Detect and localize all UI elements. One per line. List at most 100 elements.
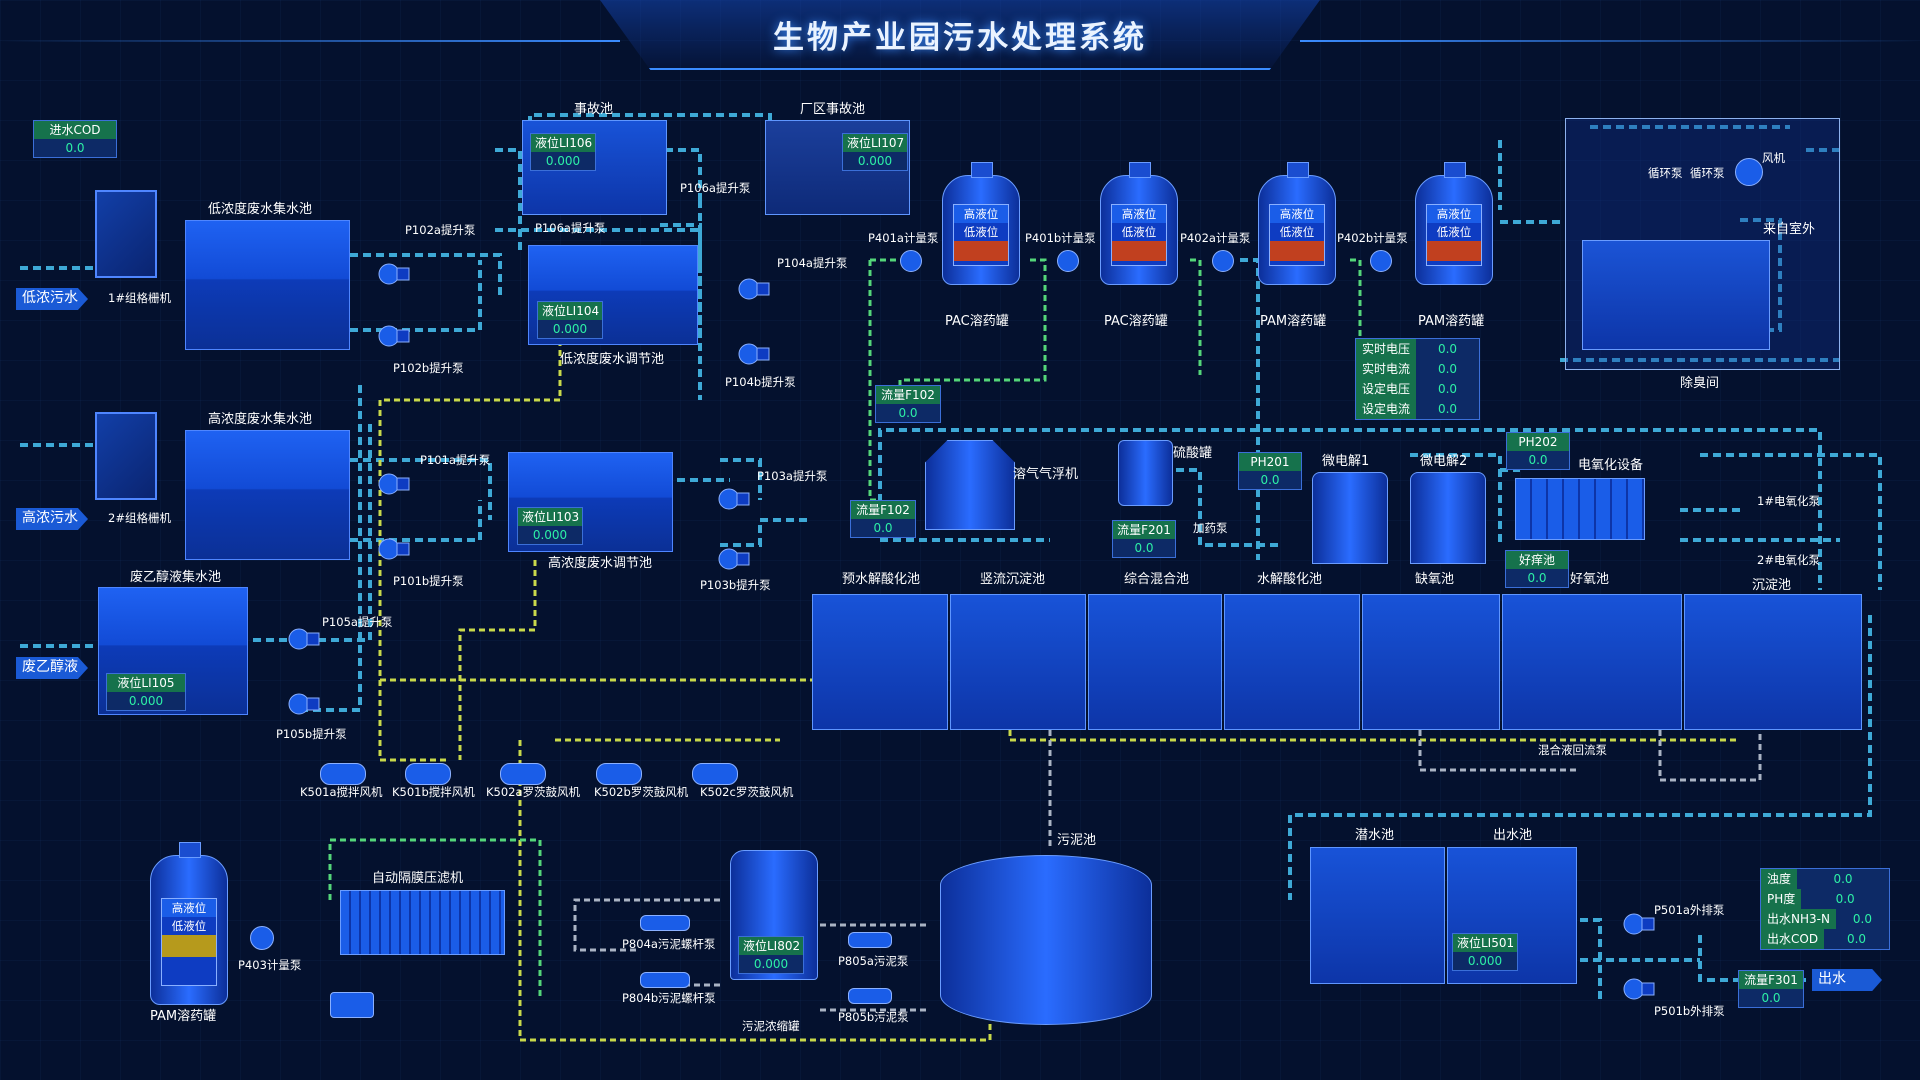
pac-tank-2[interactable]: 高液位低液位 — [1100, 162, 1178, 285]
blower-k502b[interactable] — [596, 763, 642, 785]
pump-p101b[interactable] — [375, 535, 411, 563]
ph201-label: PH201 — [1239, 453, 1301, 471]
hydro-tank[interactable] — [1224, 594, 1360, 730]
aerobic-tank[interactable] — [1502, 594, 1682, 730]
ph202-label: PH202 — [1507, 433, 1569, 451]
pac2-low: 低液位 — [1121, 225, 1157, 239]
good-tank-value: 0.0 — [1527, 571, 1547, 585]
pump-p104b[interactable] — [735, 340, 771, 368]
pump-p805a[interactable] — [848, 932, 892, 948]
li802-label: 液位LI802 — [739, 937, 803, 955]
effluent-key-2: 出水NH3-N — [1761, 909, 1836, 929]
f201-readout: 流量F201 0.0 — [1112, 520, 1176, 558]
inlet-low[interactable]: 低浓污水 — [16, 288, 88, 310]
pump-p501a[interactable] — [1620, 910, 1656, 938]
li802-readout: 液位LI802 0.000 — [738, 936, 804, 974]
anoxic-label: 缺氧池 — [1415, 572, 1455, 587]
submerged-pool[interactable] — [1310, 847, 1445, 984]
pump-p102b[interactable] — [375, 322, 411, 350]
power-key-2: 设定电压 — [1356, 379, 1417, 399]
low-collect-tank[interactable] — [185, 220, 350, 350]
outlet-tag[interactable]: 出水 — [1812, 969, 1882, 991]
pump-p104a[interactable] — [735, 275, 771, 303]
aerobic-label: 好氧池 — [1570, 572, 1610, 587]
pac1-high: 高液位 — [954, 205, 1008, 223]
pump-p805b[interactable] — [848, 988, 892, 1004]
li501-readout: 液位LI501 0.000 — [1452, 933, 1518, 971]
micro-electrolysis-1[interactable] — [1312, 472, 1388, 564]
f102a-value: 0.0 — [898, 406, 918, 420]
high-collect-tank[interactable] — [185, 430, 350, 560]
pre-hydro-tank[interactable] — [812, 594, 948, 730]
pam-tank-3[interactable]: 高液位低液位 — [150, 842, 228, 1005]
pump-p102a[interactable] — [375, 260, 411, 288]
pump-p103b[interactable] — [715, 545, 751, 573]
blower-k501b[interactable] — [405, 763, 451, 785]
pac2-label: PAC溶药罐 — [1104, 314, 1168, 329]
blower-k501a[interactable] — [320, 763, 366, 785]
inlet-waste[interactable]: 废乙醇液 — [16, 657, 88, 679]
meter-pump-p402b[interactable] — [1370, 250, 1392, 272]
deodor-label: 除臭间 — [1680, 376, 1720, 391]
acid-label: 硫酸罐 — [1173, 446, 1213, 461]
vertical-settle-tank[interactable] — [950, 594, 1086, 730]
meter-pump-p401a[interactable] — [900, 250, 922, 272]
screen-machine-2[interactable] — [95, 412, 157, 500]
p805b-label: P805b污泥泵 — [838, 1010, 909, 1024]
anoxic-tank[interactable] — [1362, 594, 1500, 730]
effluent-val-1: 0.0 — [1835, 892, 1855, 906]
vertical-label: 竖流沉淀池 — [980, 572, 1046, 587]
fan-icon[interactable] — [1735, 158, 1763, 186]
pam-tank-1[interactable]: 高液位低液位 — [1258, 162, 1336, 285]
inlet-high[interactable]: 高浓污水 — [16, 508, 88, 530]
meter-pump-p401b[interactable] — [1057, 250, 1079, 272]
f102b-label: 流量F102 — [851, 501, 915, 519]
li103-label: 液位LI103 — [518, 508, 582, 526]
pump-p101a[interactable] — [375, 470, 411, 498]
cycle2-label: 循环泵 — [1690, 166, 1725, 180]
outside-label: 来自室外 — [1763, 222, 1816, 237]
li107-value: 0.000 — [857, 154, 893, 168]
li106-value: 0.000 — [545, 154, 581, 168]
air-float-machine[interactable] — [925, 440, 1015, 530]
hydro-label: 水解酸化池 — [1257, 572, 1323, 587]
acid-tank[interactable] — [1118, 440, 1173, 506]
settle-tank[interactable] — [1684, 594, 1862, 730]
micro-electrolysis-2[interactable] — [1410, 472, 1486, 564]
p501a-label: P501a外排泵 — [1654, 903, 1725, 917]
power-val-1: 0.0 — [1437, 362, 1458, 376]
blower-k502a[interactable] — [500, 763, 546, 785]
meter-pump-p403[interactable] — [250, 926, 274, 950]
li107-readout: 液位LI107 0.000 — [842, 133, 908, 171]
sludge-tank[interactable] — [940, 855, 1152, 1025]
screen-machine-1[interactable] — [95, 190, 157, 278]
pump-p105a[interactable] — [285, 625, 321, 653]
deodor-unit[interactable] — [1582, 240, 1770, 350]
blower-k502c[interactable] — [692, 763, 738, 785]
pump-p804b[interactable] — [640, 972, 690, 988]
pam2-label: PAM溶药罐 — [1418, 314, 1485, 329]
pac-tank-1[interactable]: 高液位低液位 — [942, 162, 1020, 285]
effluent-val-0: 0.0 — [1833, 872, 1853, 886]
f102b-readout: 流量F102 0.0 — [850, 500, 916, 538]
pam-tank-2[interactable]: 高液位低液位 — [1415, 162, 1493, 285]
li802-value: 0.000 — [753, 957, 789, 971]
pump-p105b[interactable] — [285, 690, 321, 718]
effluent-val-2: 0.0 — [1852, 912, 1873, 926]
filter-press[interactable] — [340, 890, 505, 955]
pump-p804a[interactable] — [640, 915, 690, 931]
mix-tank[interactable] — [1088, 594, 1222, 730]
pump-p501b[interactable] — [1620, 975, 1656, 1003]
power-key-1: 实时电流 — [1356, 359, 1417, 379]
p106a-label: P106a提升泵 — [535, 221, 606, 235]
p402b-label: P402b计量泵 — [1337, 231, 1408, 245]
meter-pump-p402a[interactable] — [1212, 250, 1234, 272]
f201-value: 0.0 — [1134, 541, 1154, 555]
electro-oxidation-unit[interactable] — [1515, 478, 1645, 540]
li105-value: 0.000 — [128, 694, 164, 708]
pump-p103a[interactable] — [715, 485, 751, 513]
f301-value: 0.0 — [1761, 991, 1781, 1005]
